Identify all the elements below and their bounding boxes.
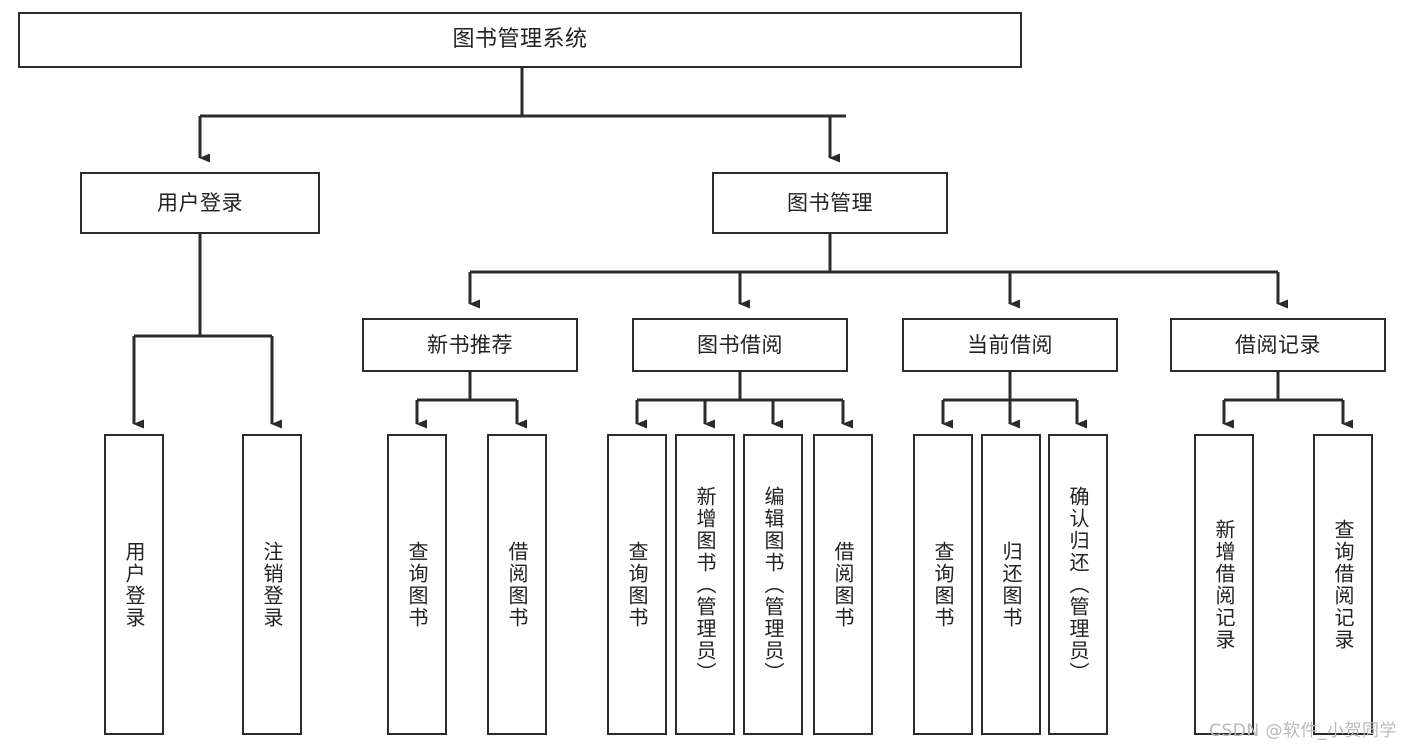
leaf-add-borrow-record[interactable]: 新增借阅记录 <box>1194 434 1254 735</box>
node-label: 新增借阅记录 <box>1212 518 1236 651</box>
leaf-query-book[interactable]: 查询图书 <box>607 434 667 735</box>
leaf-return-book[interactable]: 归还图书 <box>981 434 1041 735</box>
leaf-add-book-admin[interactable]: 新增图书（管理员） <box>675 434 735 735</box>
leaf-query-book-new[interactable]: 查询图书 <box>387 434 447 735</box>
node-label: 查询图书 <box>931 540 955 629</box>
node-label: 查询借阅记录 <box>1331 518 1355 651</box>
node-label: 编辑图书（管理员） <box>761 485 785 684</box>
node-label: 查询图书 <box>405 540 429 629</box>
node-label: 用户登录 <box>157 190 243 215</box>
node-label: 新增图书（管理员） <box>693 485 717 684</box>
node-book-borrow[interactable]: 图书借阅 <box>632 318 848 372</box>
node-current-borrow[interactable]: 当前借阅 <box>902 318 1118 372</box>
node-borrow-record[interactable]: 借阅记录 <box>1170 318 1386 372</box>
node-label: 新书推荐 <box>427 332 513 357</box>
leaf-edit-book-admin[interactable]: 编辑图书（管理员） <box>743 434 803 735</box>
node-label: 归还图书 <box>999 540 1023 629</box>
node-root-system[interactable]: 图书管理系统 <box>18 12 1022 68</box>
leaf-borrow-book[interactable]: 借阅图书 <box>813 434 873 735</box>
node-user-login[interactable]: 用户登录 <box>80 172 320 234</box>
node-label: 当前借阅 <box>967 332 1053 357</box>
leaf-borrow-book-new[interactable]: 借阅图书 <box>487 434 547 735</box>
leaf-query-book-current[interactable]: 查询图书 <box>913 434 973 735</box>
node-label: 用户登录 <box>122 540 146 629</box>
node-book-management[interactable]: 图书管理 <box>712 172 948 234</box>
node-label: 借阅记录 <box>1235 332 1321 357</box>
leaf-confirm-return-admin[interactable]: 确认归还（管理员） <box>1048 434 1108 735</box>
node-label: 图书借阅 <box>697 332 783 357</box>
node-label: 图书管理系统 <box>452 27 588 53</box>
watermark-text: CSDN @软件_小贺同学 <box>1209 721 1397 741</box>
node-label: 图书管理 <box>787 190 873 215</box>
node-label: 借阅图书 <box>505 540 529 629</box>
node-label: 注销登录 <box>260 540 284 629</box>
leaf-user-logout[interactable]: 注销登录 <box>242 434 302 735</box>
node-new-book-recommend[interactable]: 新书推荐 <box>362 318 578 372</box>
node-label: 查询图书 <box>625 540 649 629</box>
node-label: 借阅图书 <box>831 540 855 629</box>
leaf-user-login[interactable]: 用户登录 <box>104 434 164 735</box>
node-label: 确认归还（管理员） <box>1066 485 1090 684</box>
leaf-query-borrow-record[interactable]: 查询借阅记录 <box>1313 434 1373 735</box>
